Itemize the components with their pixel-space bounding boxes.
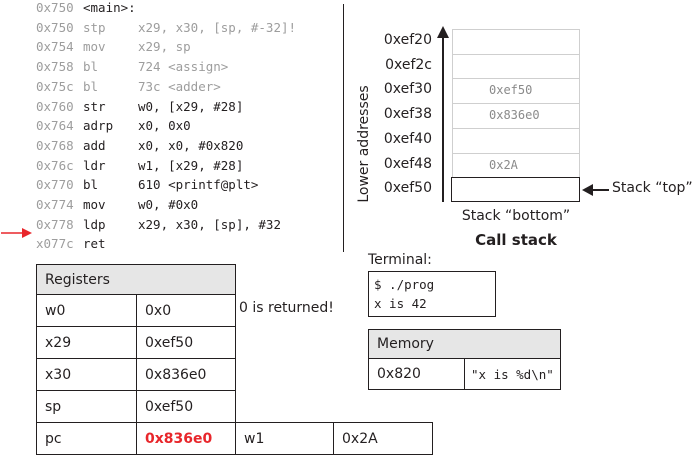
stack-address: 0xef20 [383,32,432,48]
stack-top-label: Stack “top” [612,180,692,196]
asm-operands: x0, x0, #0x820 [138,137,244,153]
asm-address: 0x758 [36,59,74,75]
stack-value: 0xef50 [489,83,533,98]
register-value-w0: 0x0 [136,294,236,327]
asm-mnemonic: bl [83,177,99,193]
stack-address: 0xef48 [383,155,432,172]
return-note: 0 is returned! [239,300,334,316]
memory-title: Memory [368,329,561,359]
register-name-sp: sp [36,390,137,423]
stack-address: 0xef50 [383,180,432,197]
asm-address: 0x750 [36,19,74,35]
asm-operands: w0, [x29, #28] [138,98,244,114]
stack-cell [452,152,579,178]
asm-address: 0x750 [36,0,74,15]
asm-address: 0x760 [36,98,74,114]
terminal-line-2: x is 42 [374,296,427,311]
stack-address: 0xef40 [383,130,432,147]
terminal-line-1: $ ./prog [374,277,435,292]
asm-mnemonic: mov [83,197,106,212]
stack-value: 0x2A [489,157,518,172]
stack-column-left-edge [452,29,453,177]
asm-address: 0x778 [36,216,74,232]
asm-mnemonic: stp [83,19,106,35]
asm-operands: x0, 0x0 [138,118,191,134]
asm-operands: x29, sp [138,39,191,55]
stack-bottom-label: Stack “bottom” [461,208,571,224]
asm-mnemonic: str [83,98,106,114]
register-name-w0: w0 [36,294,137,327]
stack-cell [452,78,579,103]
current-instruction-arrow-icon [1,228,32,238]
terminal-title: Terminal: [368,252,432,268]
register-value-x29: 0xef50 [136,326,236,359]
stack-cell [452,127,579,153]
asm-address: x077c [36,236,74,252]
stack-address: 0xef38 [383,106,432,123]
stack-top-cell [451,177,580,202]
register-name-x29: x29 [36,326,137,359]
asm-mnemonic: add [83,137,106,153]
register-value-w1: 0x2A [333,422,433,455]
asm-operands: w1, [x29, #28] [138,157,244,173]
asm-operands: 724 <assign> [138,59,229,75]
asm-address: 0x764 [36,118,74,134]
asm-address: 0x75c [36,78,74,94]
stack-column-right-edge [579,29,580,177]
register-value-x30: 0x836e0 [136,358,236,391]
stack-value: 0x836e0 [489,108,540,123]
asm-mnemonic: <main>: [83,0,136,15]
memory-value: "x is %d\n" [464,358,561,390]
asm-operands: x29, x30, [sp, #-32]! [138,19,297,35]
asm-operands: 610 <printf@plt> [138,177,259,193]
asm-mnemonic: bl [83,78,99,94]
stack-cell [452,53,579,79]
stack-cell [452,29,579,54]
asm-operands: x29, x30, [sp], #32 [138,216,281,232]
asm-mnemonic: ldr [83,157,106,173]
asm-mnemonic: mov [83,39,106,55]
asm-address: 0x754 [36,39,74,55]
register-value-sp: 0xef50 [136,390,236,423]
stack-address: 0xef2c [385,56,432,73]
asm-mnemonic: ret [83,236,106,252]
register-name-pc: pc [36,422,137,455]
stack-address: 0xef30 [383,81,432,98]
asm-operands: w0, #0x0 [138,197,199,212]
divider [343,4,344,252]
register-name-w1: w1 [235,422,334,455]
up-arrow-icon [437,26,449,202]
asm-operands: 73c <adder> [138,78,221,94]
stack-top-pointer-icon [582,184,609,196]
asm-mnemonic: ldp [83,216,106,232]
asm-address: 0x76c [36,157,74,173]
asm-address: 0x768 [36,137,74,153]
asm-address: 0x770 [36,177,74,193]
terminal-box: $ ./prog x is 42 [368,271,496,317]
stack-cell [452,103,579,128]
register-value-pc: 0x836e0 [136,422,236,455]
asm-mnemonic: bl [83,59,99,75]
registers-title: Registers [36,264,236,295]
register-name-x30: x30 [36,358,137,391]
call-stack-title: Call stack [475,231,557,249]
memory-address: 0x820 [368,358,465,390]
asm-mnemonic: adrp [83,118,114,134]
asm-address: 0x774 [36,197,74,212]
